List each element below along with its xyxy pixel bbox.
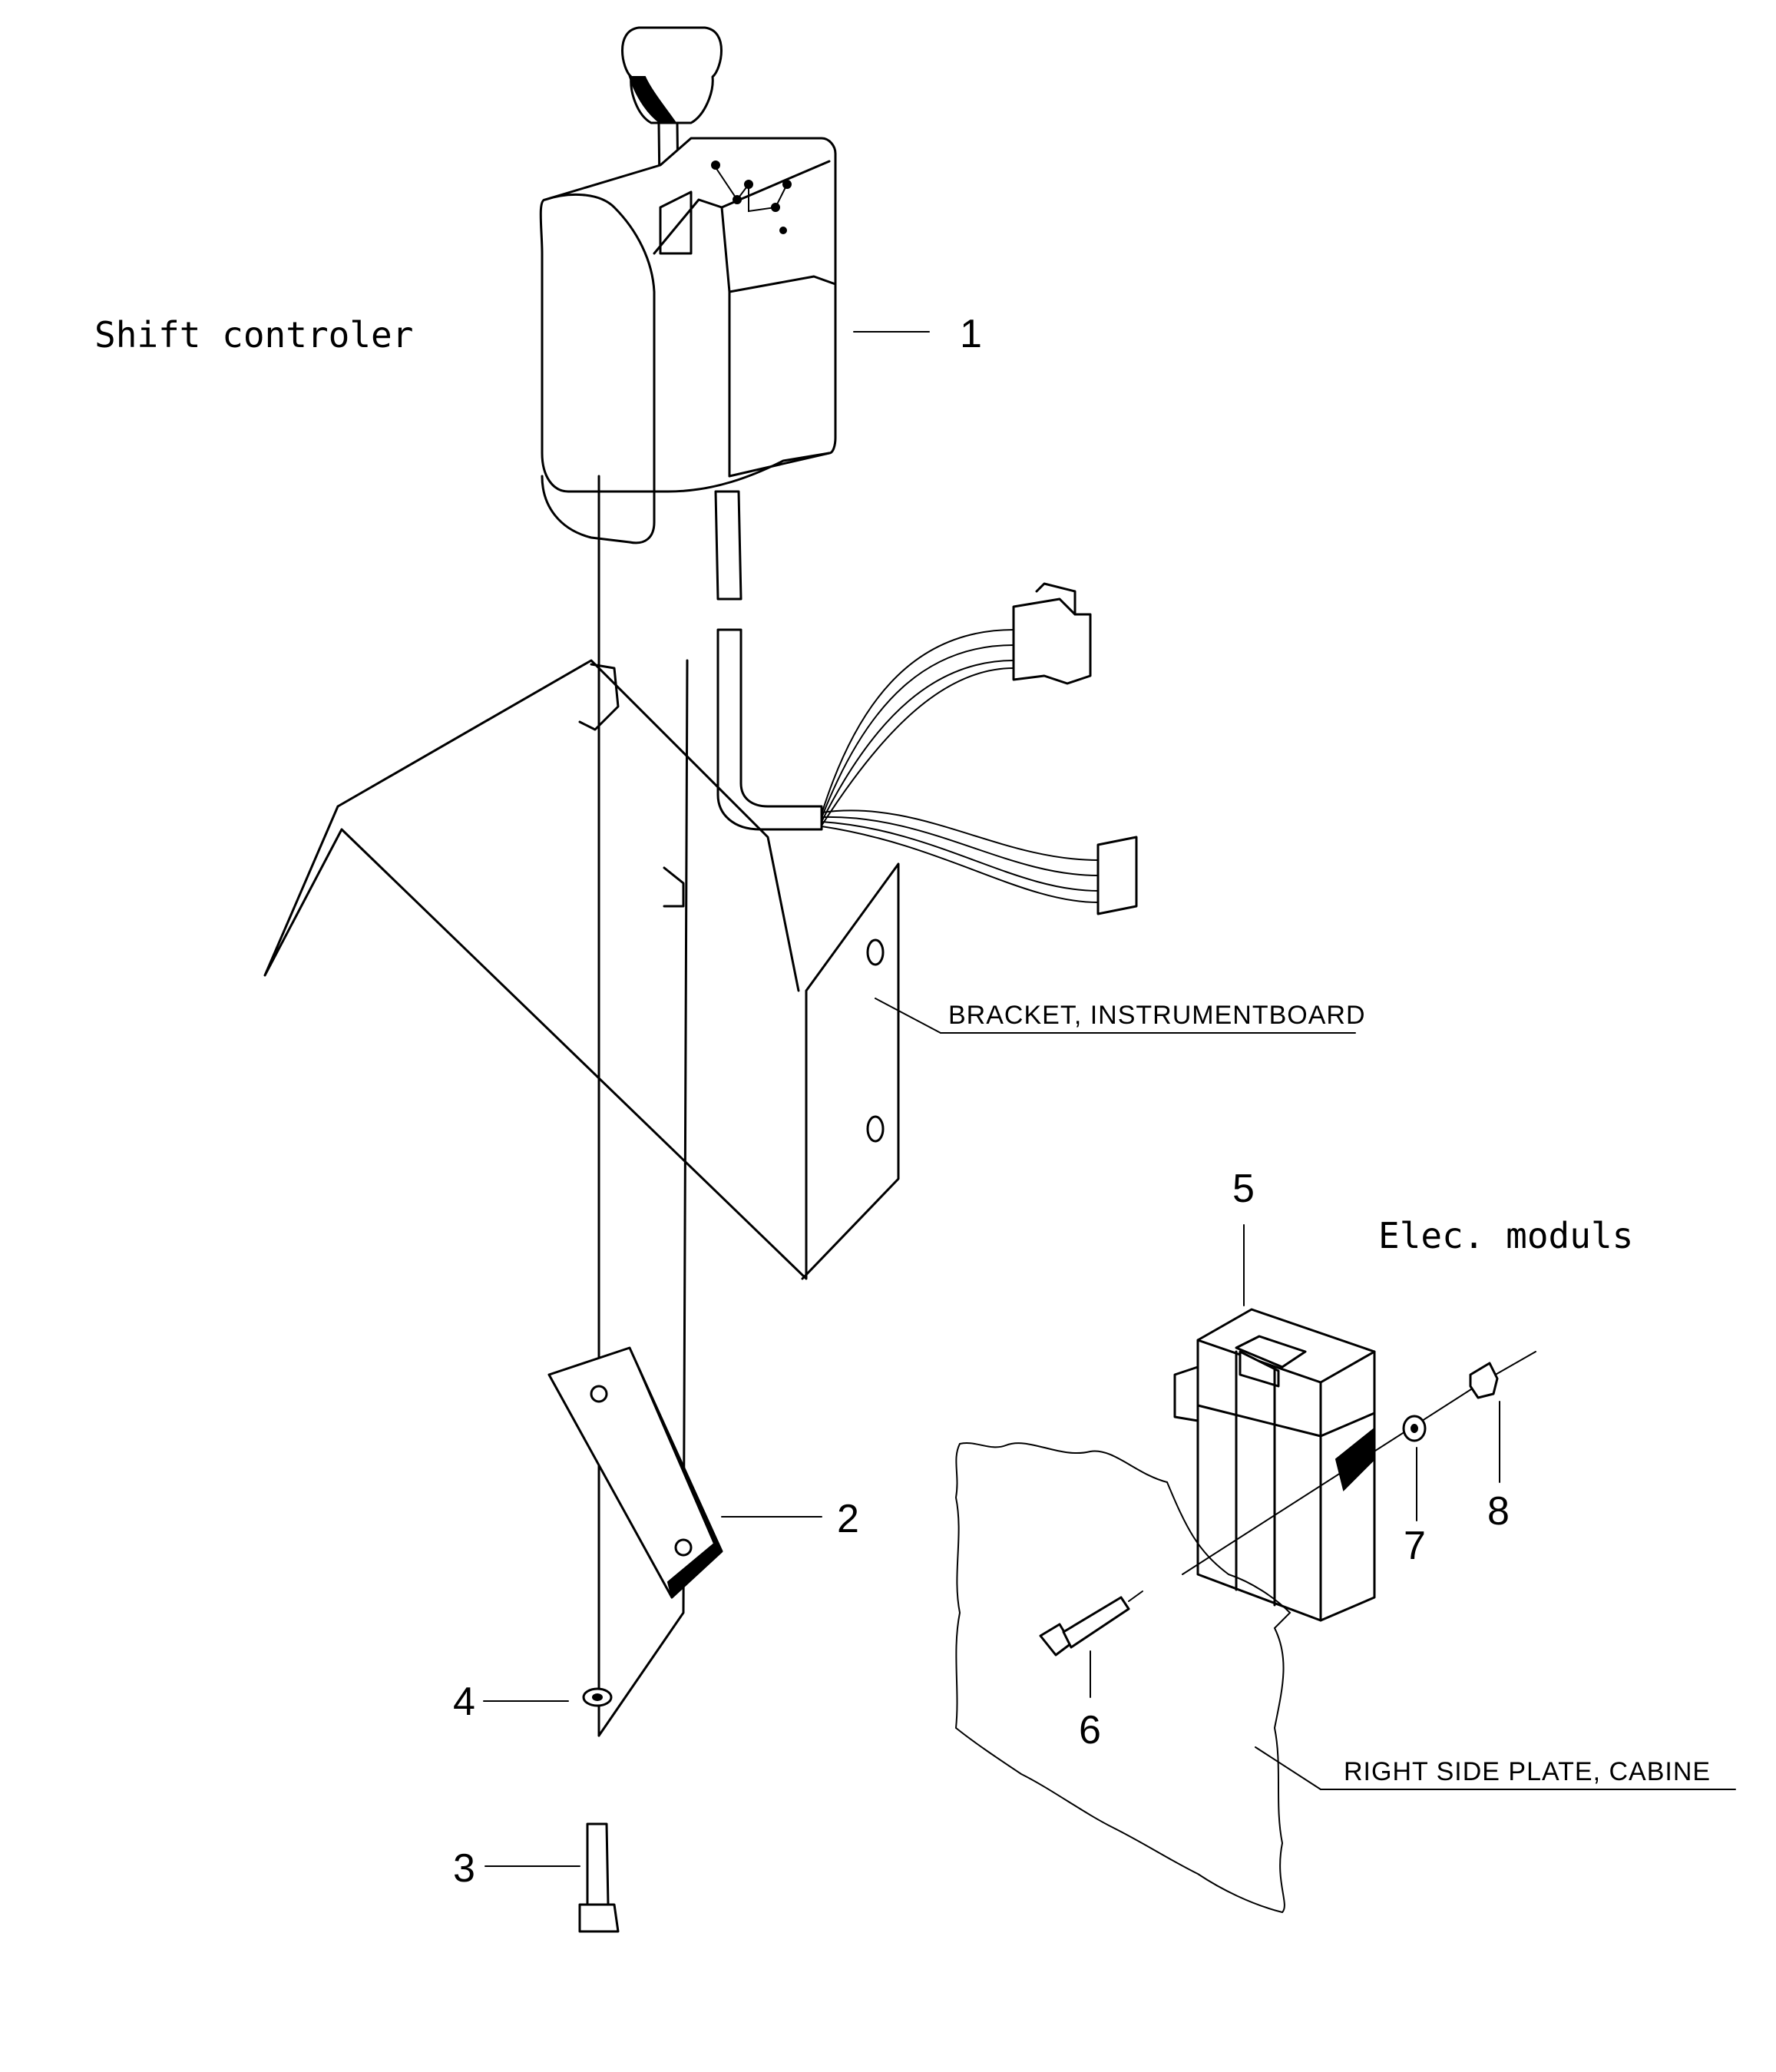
callout-1: 1 <box>960 312 982 356</box>
plate-part-2 <box>547 1346 723 1599</box>
callout-6: 6 <box>1079 1708 1101 1753</box>
nut-part-8 <box>1469 1362 1499 1399</box>
elec-modules-label: Elec. moduls <box>1378 1215 1633 1256</box>
washer-part-4 <box>582 1687 613 1707</box>
right-side-plate <box>954 1442 1291 1914</box>
electronic-module <box>1173 1308 1536 1622</box>
right-side-plate-label: RIGHT SIDE PLATE, CABINE <box>1344 1757 1711 1786</box>
instrument-board-bracket <box>263 475 900 1737</box>
leader-lines <box>483 331 1736 1867</box>
callout-4: 4 <box>453 1680 475 1724</box>
callout-5: 5 <box>1232 1167 1255 1211</box>
callout-7: 7 <box>1404 1524 1426 1568</box>
bolt-part-6 <box>1039 1590 1143 1657</box>
shift-controller <box>539 26 1138 915</box>
callout-3: 3 <box>453 1846 475 1891</box>
shift-controller-label: Shift controler <box>94 314 413 356</box>
washer-part-7 <box>1402 1415 1427 1442</box>
callout-2: 2 <box>837 1497 859 1541</box>
callout-8: 8 <box>1487 1489 1510 1534</box>
bracket-label: BRACKET, INSTRUMENTBOARD <box>948 1001 1366 1030</box>
bolt-part-3 <box>578 1822 620 1933</box>
